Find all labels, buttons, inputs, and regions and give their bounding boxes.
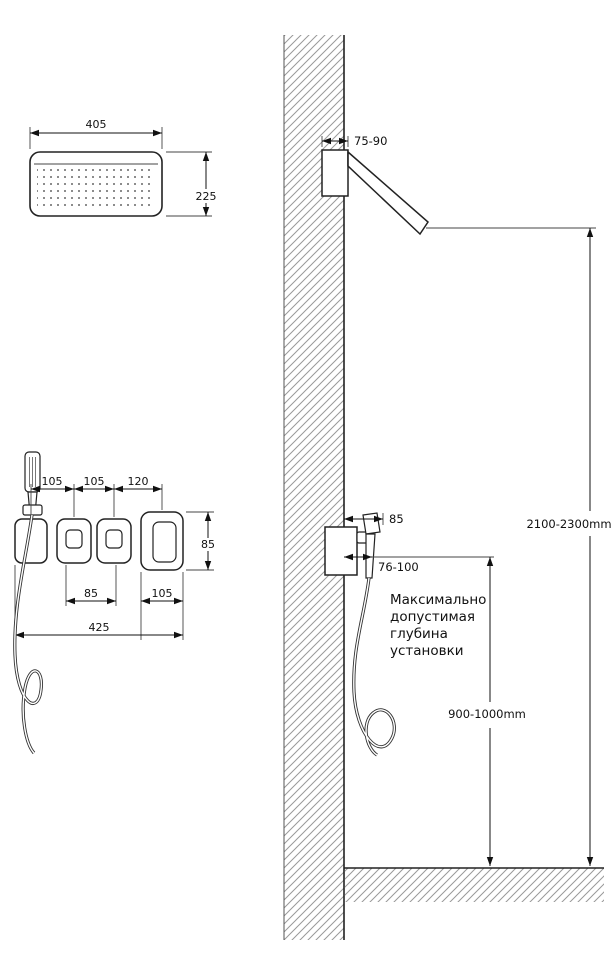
- dim-mixer-height: 900-1000mm: [448, 557, 526, 866]
- diverter-button-2: [105, 529, 123, 549]
- dim-label-arm-offset: 75-90: [354, 134, 387, 148]
- dim-label-spacing-3: 120: [128, 475, 149, 488]
- dim-label-total-height: 2100-2300mm: [526, 517, 611, 531]
- dim-label-head-width: 405: [86, 118, 107, 131]
- note-line-1: Максимально: [390, 592, 486, 608]
- dim-label-head-offset: 85: [389, 512, 404, 526]
- installation-depth-note: Максимально допустимая глубина установки: [390, 592, 486, 659]
- dim-box-depth: 76-100: [344, 553, 494, 574]
- angled-shower-spout: [347, 150, 429, 236]
- dim-total-height: 2100-2300mm: [426, 227, 612, 866]
- dim-label-lever-width: 105: [152, 587, 173, 600]
- hand-shower-hose-side: [352, 577, 396, 757]
- dim-arm-offset: 75-90: [321, 134, 387, 148]
- hand-shower-and-panel-front-view: 105 105 120 85 85 105 425: [13, 451, 219, 755]
- dim-label-spacing-1: 105: [42, 475, 63, 488]
- dim-label-box-depth: 76-100: [378, 560, 419, 574]
- diverter-button-1: [65, 529, 83, 549]
- hand-shower-bracket: [22, 504, 43, 516]
- dim-label-mixer-height: 900-1000mm: [448, 707, 526, 721]
- spray-nozzle-grid: [37, 169, 155, 211]
- concealed-mixer-box: [324, 526, 358, 576]
- concealed-arm-box: [321, 149, 349, 197]
- hand-shower-handle-side: [365, 533, 376, 579]
- note-line-4: установки: [390, 643, 464, 659]
- dim-label-spacing-2: 105: [84, 475, 105, 488]
- wall-mounted-shower-arm: [321, 149, 429, 236]
- note-line-3: глубина: [390, 626, 448, 642]
- dim-label-square-width: 85: [84, 587, 98, 600]
- overhead-shower-front-view: 405 225: [29, 118, 219, 217]
- dim-head-offset: 85: [344, 512, 404, 526]
- dim-label-total-width: 425: [89, 621, 110, 634]
- floor-hatch: [345, 868, 604, 902]
- mixer-lever: [152, 521, 177, 563]
- dim-label-head-height: 225: [196, 190, 217, 203]
- wall-mounted-mixer: [324, 512, 381, 579]
- hand-shower-head-side: [362, 512, 381, 535]
- note-line-2: допустимая: [390, 609, 475, 625]
- dim-label-panel-height: 85: [201, 538, 215, 551]
